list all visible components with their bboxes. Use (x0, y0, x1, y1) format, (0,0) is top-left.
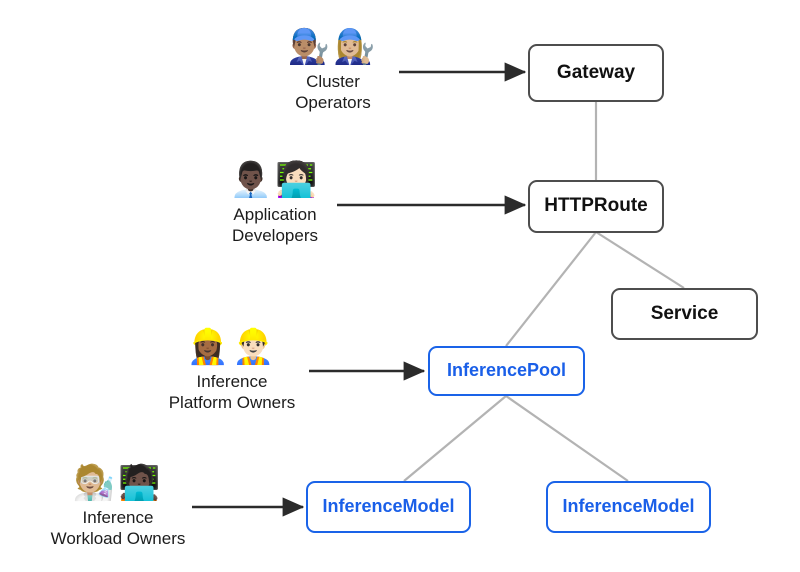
application-developers-label: Application Developers (232, 205, 318, 246)
cluster-operators-label: Cluster Operators (295, 72, 371, 113)
node-gateway[interactable]: Gateway (528, 44, 664, 102)
node-inferencepool[interactable]: InferencePool (428, 346, 585, 396)
node-httproute[interactable]: HTTPRoute (528, 180, 664, 233)
edge-httproute-service (595, 231, 685, 289)
inference-workload-owners-label: Inference Workload Owners (50, 508, 186, 549)
node-httproute-label: HTTPRoute (544, 195, 648, 217)
persona-application-developers: 👨🏿‍💼👩🏻‍💻 Application Developers (200, 163, 350, 247)
persona-cluster-operators: 👨🏽‍🔧👩🏼‍🔧 Cluster Operators (262, 30, 404, 114)
edge-pool-model-a (403, 395, 507, 482)
application-developers-icons: 👨🏿‍💼👩🏻‍💻 (229, 161, 321, 199)
node-inferencemodel-a-label: InferenceModel (322, 496, 455, 517)
cluster-operators-icons: 👨🏽‍🔧👩🏼‍🔧 (287, 28, 379, 66)
inference-platform-owners-label: Inference Platform Owners (168, 372, 296, 413)
edge-httproute-pool (505, 231, 597, 347)
node-gateway-label: Gateway (556, 61, 636, 83)
inference-workload-owners-icons: 🧑🏼‍🔬🧑🏿‍💻 (72, 464, 164, 502)
persona-inference-platform-owners: 👷🏾‍♀️👷🏻‍♂️ Inference Platform Owners (155, 330, 309, 414)
edge-pool-model-b (505, 395, 629, 482)
node-service-label: Service (650, 302, 719, 324)
node-inferencepool-label: InferencePool (446, 360, 567, 381)
persona-inference-workload-owners: 🧑🏼‍🔬🧑🏿‍💻 Inference Workload Owners (40, 466, 196, 550)
node-inferencemodel-b[interactable]: InferenceModel (546, 481, 711, 533)
node-service[interactable]: Service (611, 288, 758, 340)
node-inferencemodel-a[interactable]: InferenceModel (306, 481, 471, 533)
node-inferencemodel-b-label: InferenceModel (562, 496, 695, 517)
inference-platform-owners-icons: 👷🏾‍♀️👷🏻‍♂️ (186, 328, 278, 366)
